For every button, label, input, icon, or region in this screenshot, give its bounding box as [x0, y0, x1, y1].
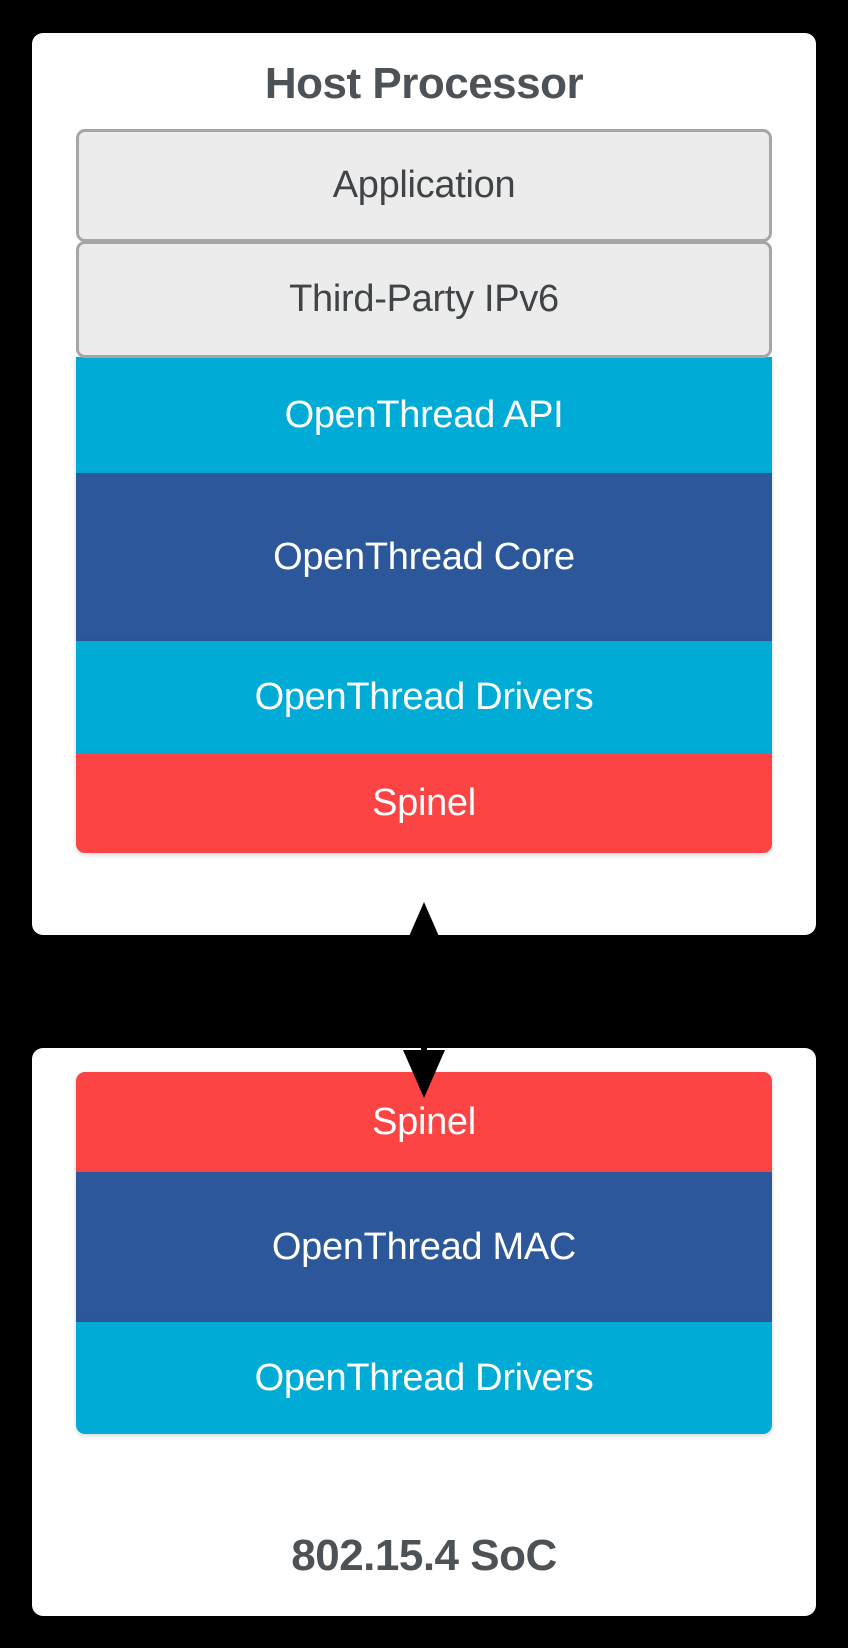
layer-label: OpenThread Drivers	[254, 675, 594, 718]
layer-label: Spinel	[372, 781, 476, 824]
layer-label: Application	[332, 164, 516, 206]
layer-label: Third-Party IPv6	[289, 278, 559, 320]
layer-label: Spinel	[372, 1100, 476, 1143]
layer-label: OpenThread Drivers	[254, 1356, 594, 1399]
layer-openthread-drivers-soc: OpenThread Drivers	[76, 1322, 772, 1434]
panel-host-processor: Host Processor Application Third-Party I…	[32, 33, 816, 935]
layer-spinel-host: Spinel	[76, 753, 772, 853]
layer-openthread-api: OpenThread API	[76, 357, 772, 473]
layer-third-party-ipv6: Third-Party IPv6	[76, 241, 772, 358]
panel-802-15-4-soc: Spinel OpenThread MAC OpenThread Drivers…	[32, 1048, 816, 1616]
layer-application: Application	[76, 129, 772, 242]
layer-openthread-mac: OpenThread MAC	[76, 1172, 772, 1322]
layer-openthread-drivers-host: OpenThread Drivers	[76, 641, 772, 753]
layer-label: OpenThread API	[284, 393, 564, 436]
panel-title-host-processor: Host Processor	[264, 59, 584, 108]
host-processor-layer-stack: Application Third-Party IPv6 OpenThread …	[76, 129, 772, 853]
layer-openthread-core: OpenThread Core	[76, 473, 772, 641]
layer-spinel-soc: Spinel	[76, 1072, 772, 1172]
panel-title-802-15-4-soc: 802.15.4 SoC	[291, 1531, 557, 1580]
layer-label: OpenThread Core	[273, 535, 575, 578]
layer-label: OpenThread MAC	[271, 1225, 577, 1268]
soc-layer-stack: Spinel OpenThread MAC OpenThread Drivers	[76, 1072, 772, 1434]
